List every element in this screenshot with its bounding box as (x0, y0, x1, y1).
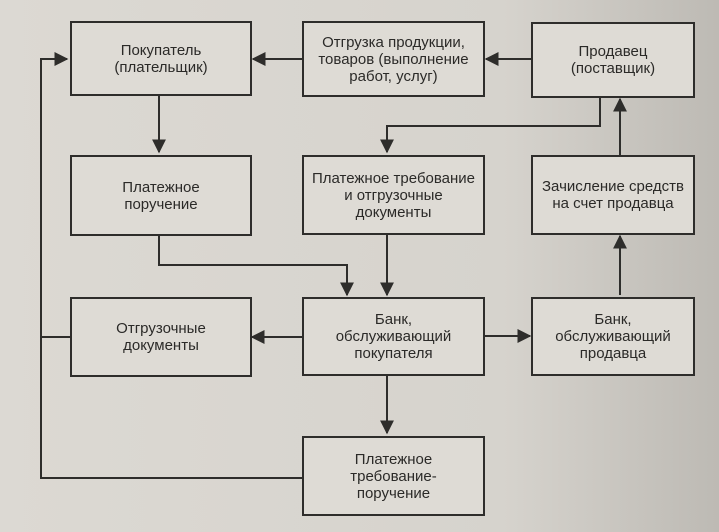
payment-order-box: Платежное поручение (70, 155, 252, 236)
payment-request-docs-box: Платежное требование и отгрузочные докум… (302, 155, 485, 235)
seller-bank-box: Банк, обслуживающий продавца (531, 297, 695, 376)
shipping-docs-box: Отгрузочные документы (70, 297, 252, 377)
buyer-bank-box: Банк, обслуживающий покупателя (302, 297, 485, 376)
crediting-box: Зачисление средств на счет продавца (531, 155, 695, 235)
buyer-box: Покупатель (плательщик) (70, 21, 252, 96)
shipment-box: Отгрузка продукции, товаров (выполнение … (302, 21, 485, 97)
arrow-payment-order-to-buyer-bank (158, 236, 354, 297)
payment-request-order-box: Платежное требование- поручение (302, 436, 485, 516)
arrow-seller-to-payment-request (380, 97, 601, 154)
arrow-loop-to-buyer (40, 52, 302, 479)
seller-box: Продавец (поставщик) (531, 22, 695, 98)
